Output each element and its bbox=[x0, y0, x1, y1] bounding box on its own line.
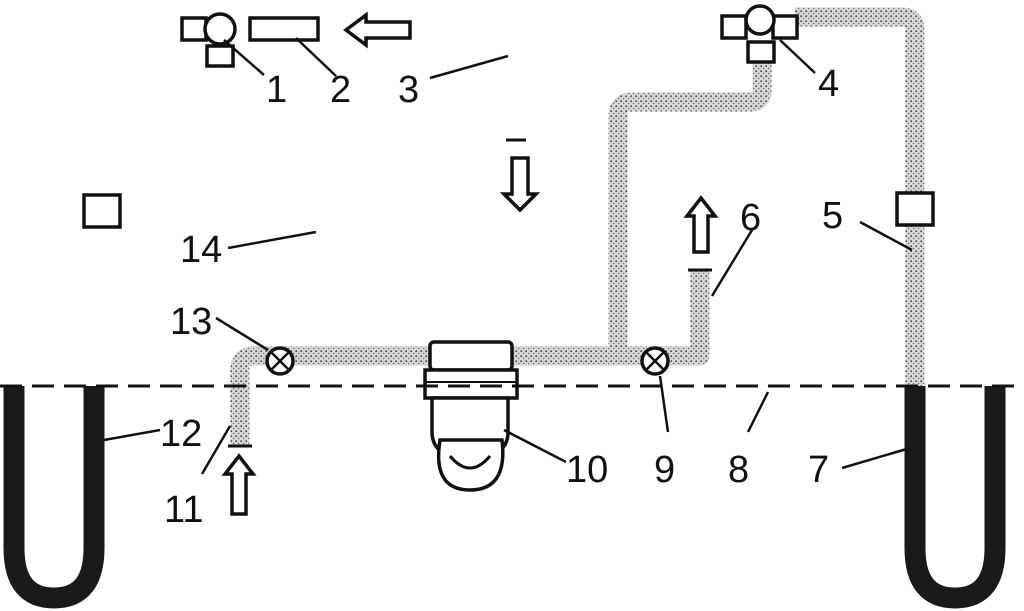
label-10: 10 bbox=[566, 449, 608, 491]
arrow-left-inlet bbox=[343, 11, 412, 49]
arrow-up-outlet bbox=[683, 195, 719, 254]
left-valve-side-pipe bbox=[248, 16, 320, 42]
left-manometer-coupling bbox=[82, 193, 122, 229]
label-4: 4 bbox=[818, 63, 839, 105]
right-manometer bbox=[795, 7, 1006, 609]
meter-top-cap bbox=[428, 340, 514, 372]
left-valve-body bbox=[203, 12, 237, 46]
right-top-valve-assembly bbox=[506, 4, 799, 355]
right-valve-body bbox=[744, 4, 776, 36]
label-12: 12 bbox=[160, 413, 202, 455]
left-manometer bbox=[3, 17, 190, 609]
leader-lines bbox=[103, 37, 913, 475]
label-6: 6 bbox=[740, 197, 761, 239]
label-14: 14 bbox=[180, 229, 222, 271]
right-valve-bottom-stub bbox=[746, 40, 776, 64]
gas-meter bbox=[423, 340, 519, 492]
left-top-valve-assembly bbox=[180, 12, 328, 355]
label-1: 1 bbox=[266, 69, 287, 111]
arrow-down-outlet bbox=[499, 156, 541, 213]
main-horizontal-pipeline bbox=[228, 268, 712, 448]
left-valve-left-stub bbox=[180, 16, 208, 42]
right-manometer-liquid bbox=[904, 386, 1006, 609]
label-13: 13 bbox=[170, 301, 212, 343]
label-9: 9 bbox=[654, 449, 675, 491]
label-2: 2 bbox=[330, 69, 351, 111]
left-manometer-liquid bbox=[3, 386, 105, 609]
label-3: 3 bbox=[398, 69, 419, 111]
meter-neck bbox=[423, 368, 519, 400]
left-valve-bottom-stub bbox=[205, 44, 235, 68]
valve-13 bbox=[265, 346, 295, 376]
label-5: 5 bbox=[822, 195, 843, 237]
valve-9 bbox=[640, 346, 670, 376]
right-valve-right-stub bbox=[771, 14, 799, 40]
arrow-up-inlet bbox=[221, 453, 257, 516]
label-11: 11 bbox=[164, 489, 203, 531]
right-manometer-coupling bbox=[895, 191, 935, 227]
label-7: 7 bbox=[808, 449, 829, 491]
right-valve-left-stub bbox=[720, 14, 748, 40]
meter-bottom-loop bbox=[436, 438, 505, 492]
label-8: 8 bbox=[728, 449, 749, 491]
meter-inner-trap bbox=[448, 455, 492, 470]
